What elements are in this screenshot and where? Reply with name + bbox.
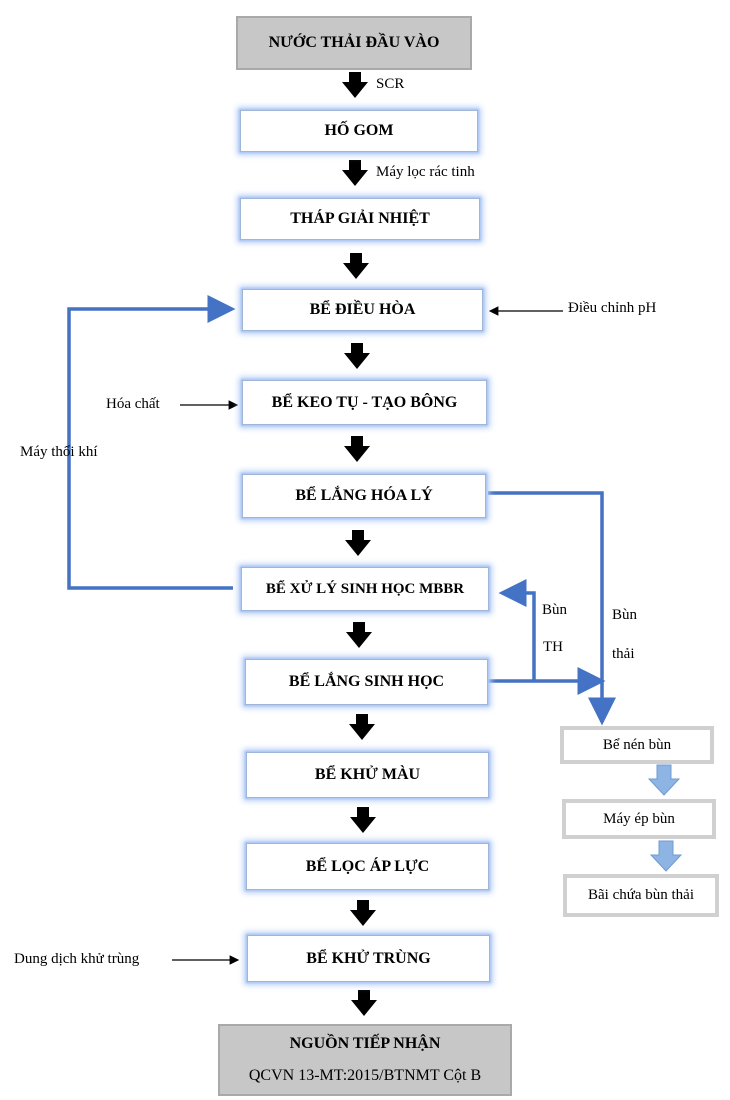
sludge-arrows	[647, 764, 683, 872]
receiver-box: NGUỒN TIẾP NHẬN QCVN 13-MT:2015/BTNMT Cộ…	[218, 1024, 512, 1096]
down-arrow-8	[349, 714, 375, 740]
sludge-press-label: Máy ép bùn	[603, 810, 675, 827]
down-arrow-9	[350, 807, 376, 833]
chem-settling-label: BỂ LẮNG HÓA LÝ	[295, 487, 433, 504]
down-arrow-4	[344, 343, 370, 369]
down-arrow-7	[346, 622, 372, 648]
blower-loop	[67, 295, 236, 590]
down-arrow-10	[350, 900, 376, 926]
influent-label: NƯỚC THẢI ĐẦU VÀO	[268, 34, 440, 51]
collection-pit-box: HỐ GOM	[240, 110, 478, 152]
equalization-label: BỂ ĐIỀU HÒA	[309, 301, 416, 318]
return-sludge-label-2: TH	[543, 639, 563, 655]
decolor-box: BỂ KHỬ MÀU	[246, 752, 489, 798]
equalization-box: BỂ ĐIỀU HÒA	[242, 289, 483, 331]
receiver-standard: QCVN 13-MT:2015/BTNMT Cột B	[248, 1067, 482, 1084]
pressure-filter-label: BỂ LỌC ÁP LỰC	[305, 857, 430, 875]
disinfection-box: BỂ KHỬ TRÙNG	[247, 935, 490, 982]
sludge-storage-box: Bãi chứa bùn thải	[563, 874, 719, 917]
chem-settling-box: BỂ LẮNG HÓA LÝ	[242, 474, 486, 518]
down-arrow-2	[342, 160, 368, 186]
collection-pit-label: HỐ GOM	[324, 122, 394, 139]
bio-settling-label: BỂ LẮNG SINH HỌC	[288, 673, 445, 690]
return-sludge-line	[498, 579, 536, 681]
chemicals-label: Hóa chất	[106, 396, 160, 412]
down-arrow-5	[344, 436, 370, 462]
fine-screen-label: Máy lọc rác tinh	[376, 164, 475, 180]
cooling-tower-box: THÁP GIẢI NHIỆT	[240, 198, 480, 240]
return-sludge-label-1: Bùn	[542, 602, 568, 618]
main-flow-arrows	[342, 72, 377, 1016]
thickener-box: Bể nén bùn	[560, 726, 714, 764]
down-arrow-11	[351, 990, 377, 1016]
scr-label: SCR	[376, 76, 405, 92]
receiver-title: NGUỒN TIẾP NHẬN	[289, 1035, 441, 1052]
disinfection-label: BỂ KHỬ TRÙNG	[306, 949, 431, 967]
coagulation-box: BỂ KEO TỤ - TẠO BÔNG	[242, 380, 487, 425]
influent-box: NƯỚC THẢI ĐẦU VÀO	[236, 16, 472, 70]
ph-adjust-label: Điều chỉnh pH	[568, 300, 657, 316]
sludge-arrow-1	[647, 764, 681, 796]
sludge-arrow-2	[649, 840, 683, 872]
down-arrow-3	[343, 253, 369, 279]
sludge-press-box: Máy ép bùn	[562, 799, 716, 839]
disinfectant-label: Dung dịch khử trùng	[14, 951, 140, 967]
waste-sludge-label-2: thải	[612, 646, 635, 662]
sludge-storage-label: Bãi chứa bùn thải	[587, 887, 695, 903]
waste-sludge-label-1: Bùn	[612, 607, 638, 623]
bio-settling-box: BỂ LẮNG SINH HỌC	[245, 659, 488, 705]
blower-label: Máy thổi khí	[20, 444, 98, 460]
decolor-label: BỂ KHỬ MÀU	[314, 766, 421, 783]
mbbr-box: BỂ XỬ LÝ SINH HỌC MBBR	[241, 567, 489, 611]
mbbr-label: BỂ XỬ LÝ SINH HỌC MBBR	[265, 580, 465, 597]
waste-sludge-line	[488, 491, 616, 726]
down-arrow-6	[345, 530, 371, 556]
down-arrow-1	[342, 72, 368, 98]
coagulation-label: BỂ KEO TỤ - TẠO BÔNG	[271, 393, 458, 411]
thickener-label: Bể nén bùn	[602, 736, 672, 753]
cooling-tower-label: THÁP GIẢI NHIỆT	[290, 210, 430, 227]
pressure-filter-box: BỂ LỌC ÁP LỰC	[246, 843, 489, 890]
